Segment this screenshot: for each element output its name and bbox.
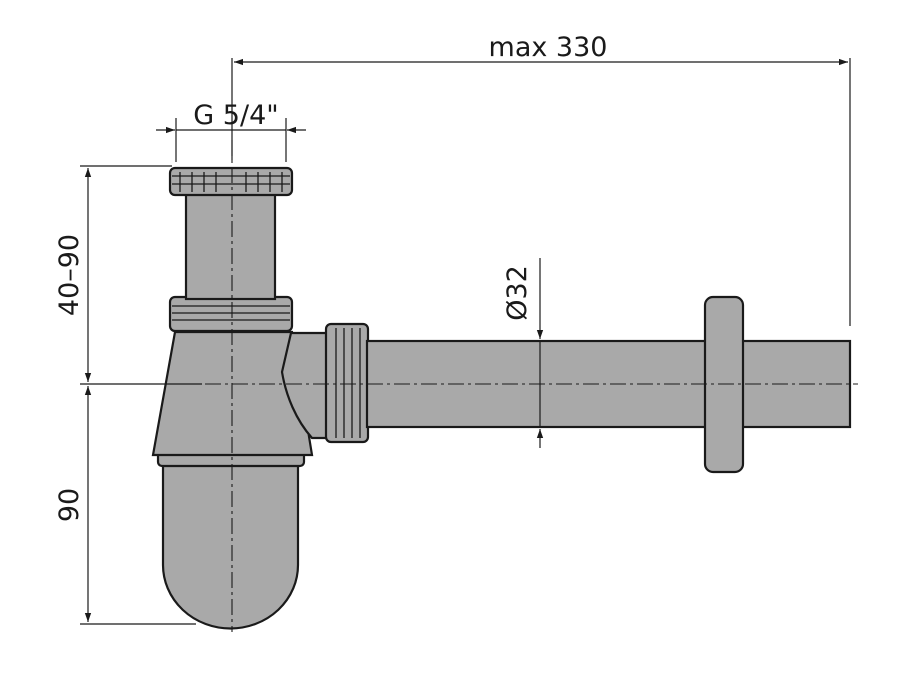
center-lines — [205, 140, 858, 632]
body-nut — [168, 295, 294, 333]
outlet-elbow — [280, 331, 332, 440]
label-thread: G 5/4" — [193, 100, 278, 131]
dimension-thread: G 5/4" — [156, 100, 306, 162]
label-bottom-height: 90 — [54, 488, 85, 522]
riser-tube — [184, 191, 277, 301]
label-height-range: 40–90 — [54, 234, 85, 316]
dimension-bottom-height: 90 — [54, 386, 196, 625]
dimension-pipe-diameter: Ø32 — [502, 258, 544, 448]
label-max-length: max 330 — [489, 32, 608, 63]
top-nut — [168, 166, 294, 197]
outlet-nut — [324, 322, 370, 444]
label-pipe-diameter: Ø32 — [502, 265, 533, 321]
siphon-body — [151, 166, 332, 630]
dimension-height-range: 40–90 — [54, 165, 202, 385]
dimension-max-length: max 330 — [231, 32, 851, 326]
bottle-cup — [161, 460, 300, 630]
